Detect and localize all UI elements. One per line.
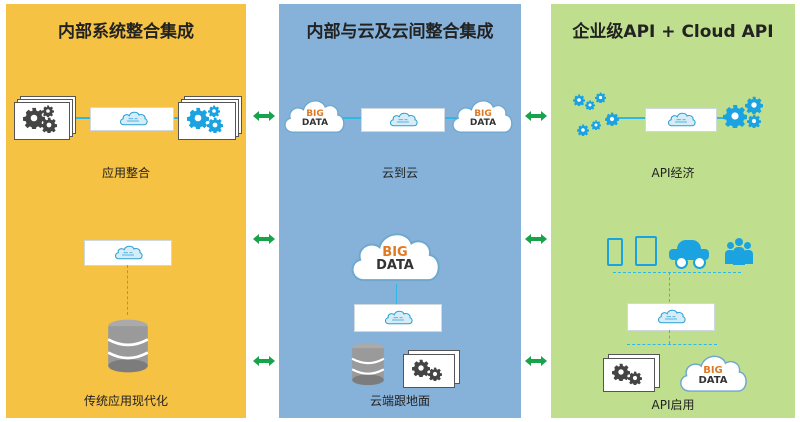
- label-cloud-ground: 云端跟地面: [369, 394, 430, 408]
- dashed-connector: [669, 330, 670, 344]
- dashed-connector: [669, 272, 670, 302]
- cloud-icon: [388, 110, 418, 128]
- integration-box: [645, 108, 717, 132]
- badge-big: BIG: [306, 109, 324, 119]
- bidirectional-arrow-icon: [525, 111, 547, 121]
- big-data-cloud: BIG DATA: [449, 94, 515, 136]
- database-icon: [349, 342, 387, 386]
- phone-icon: [607, 238, 623, 266]
- cloud-icon: [113, 243, 143, 261]
- integration-box: [354, 304, 442, 332]
- gear-stack-left: [14, 96, 76, 140]
- panel-title: 企业级API + Cloud API: [572, 22, 774, 42]
- big-data-badge: BIG DATA: [463, 110, 503, 128]
- big-data-cloud-large: BIG DATA: [345, 226, 445, 284]
- tablet-icon: [635, 236, 657, 266]
- big-data-cloud: BIG DATA: [281, 94, 347, 136]
- label-cloud-to-cloud: 云到云: [381, 166, 418, 180]
- badge-data: DATA: [469, 118, 497, 128]
- badge-data: DATA: [376, 258, 414, 273]
- connector-line: [396, 284, 397, 304]
- integration-box: [90, 107, 174, 131]
- integration-box: [627, 303, 715, 331]
- cloud-icon: [656, 307, 686, 325]
- big-data-badge: BIG DATA: [693, 366, 733, 386]
- people-icon: [725, 236, 753, 266]
- gear-stack: [603, 354, 660, 392]
- integration-box: [361, 108, 445, 132]
- gear-cluster-right: [723, 96, 771, 136]
- dashed-connector: [127, 265, 128, 315]
- cloud-icon: [383, 308, 413, 326]
- bidirectional-arrow-icon: [253, 356, 275, 366]
- panel-cloud-integration: 内部与云及云间整合集成 BIG DATA BIG DATA 云到云 BIG DA…: [279, 4, 521, 418]
- badge-big: BIG: [382, 245, 408, 260]
- dashed-connector: [627, 344, 717, 345]
- label-api-economy: API经济: [651, 166, 695, 180]
- big-data-badge: BIG DATA: [295, 110, 335, 128]
- car-icon: [669, 240, 709, 269]
- gears-icon: [723, 104, 747, 128]
- database-icon: [106, 318, 150, 374]
- gears-icon: [187, 107, 209, 129]
- badge-big: BIG: [703, 365, 723, 376]
- panel-api: 企业级API + Cloud API API经济: [551, 4, 795, 418]
- panel-internal-integration: 内部系统整合集成 应用整合 传统应用现代化: [6, 4, 246, 418]
- cloud-icon: [666, 110, 696, 128]
- bidirectional-arrow-icon: [525, 234, 547, 244]
- gear-cluster-left: [573, 92, 623, 140]
- badge-big: BIG: [474, 109, 492, 119]
- integration-box: [84, 240, 172, 266]
- bidirectional-arrow-icon: [253, 111, 275, 121]
- badge-data: DATA: [698, 375, 728, 386]
- gear-stack-right: [178, 96, 242, 140]
- big-data-badge: BIG DATA: [370, 246, 420, 272]
- cloud-icon: [118, 109, 148, 127]
- label-app-integration: 应用整合: [101, 166, 150, 180]
- panel-title: 内部与云及云间整合集成: [306, 22, 494, 42]
- bidirectional-arrow-icon: [525, 356, 547, 366]
- dashed-connector: [613, 272, 741, 273]
- label-api-enablement: API启用: [651, 398, 695, 412]
- big-data-cloud: BIG DATA: [675, 350, 751, 394]
- gear-stack: [403, 350, 460, 388]
- bidirectional-arrow-icon: [253, 234, 275, 244]
- label-legacy-modernization: 传统应用现代化: [83, 394, 168, 408]
- panel-title: 内部系统整合集成: [58, 22, 194, 42]
- badge-data: DATA: [301, 118, 329, 128]
